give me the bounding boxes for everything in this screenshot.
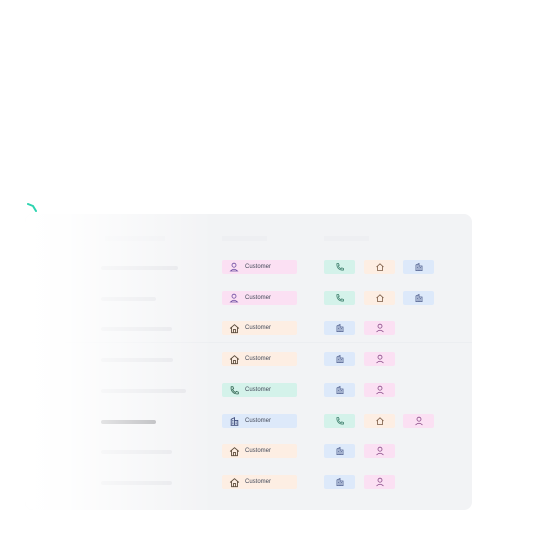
- channel-chip[interactable]: [364, 475, 395, 489]
- channel-chip[interactable]: [364, 414, 395, 428]
- table-row[interactable]: Customer: [25, 254, 472, 285]
- phone-icon: [335, 416, 345, 426]
- column-header-name: [105, 236, 165, 241]
- tag-label: Customer: [245, 479, 272, 485]
- building-icon: [335, 446, 345, 456]
- home-icon: [375, 262, 385, 272]
- building-icon: [414, 293, 424, 303]
- building-icon: [335, 354, 345, 364]
- phone-icon: [335, 262, 345, 272]
- home-icon: [375, 293, 385, 303]
- tag-label: Customer: [245, 295, 272, 301]
- tag-label: Customer: [245, 387, 272, 393]
- name-placeholder: [101, 481, 172, 485]
- table-row[interactable]: Customer: [25, 346, 472, 377]
- channel-chip[interactable]: [324, 383, 355, 397]
- accent-mark: [27, 203, 37, 212]
- person-icon: [228, 261, 240, 273]
- building-icon: [414, 262, 424, 272]
- tag-label: Customer: [245, 448, 272, 454]
- channel-chip[interactable]: [364, 352, 395, 366]
- channel-chip[interactable]: [403, 260, 434, 274]
- contacts-table-card: Customer Customer Customer: [25, 214, 472, 510]
- building-icon: [228, 415, 240, 427]
- customer-tag: Customer: [222, 444, 297, 458]
- channel-chip[interactable]: [324, 321, 355, 335]
- building-icon: [335, 477, 345, 487]
- name-placeholder: [101, 389, 186, 393]
- home-icon: [228, 445, 240, 457]
- channel-chip[interactable]: [364, 260, 395, 274]
- table-row[interactable]: Customer: [25, 408, 472, 439]
- channel-chip[interactable]: [324, 414, 355, 428]
- channel-chip[interactable]: [403, 414, 434, 428]
- person-icon: [375, 385, 385, 395]
- customer-tag: Customer: [222, 352, 297, 366]
- customer-tag: Customer: [222, 383, 297, 397]
- column-header-channels: [324, 236, 369, 241]
- phone-icon: [335, 293, 345, 303]
- tag-label: Customer: [245, 264, 272, 270]
- channel-chip[interactable]: [403, 291, 434, 305]
- person-icon: [375, 446, 385, 456]
- name-placeholder: [101, 297, 156, 301]
- name-placeholder: [101, 358, 173, 362]
- channel-chip[interactable]: [364, 383, 395, 397]
- table-row[interactable]: Customer: [25, 469, 472, 500]
- channel-chip[interactable]: [364, 444, 395, 458]
- person-icon: [414, 416, 424, 426]
- name-placeholder: [101, 420, 156, 424]
- home-icon: [228, 353, 240, 365]
- tag-label: Customer: [245, 418, 272, 424]
- table-row[interactable]: Customer: [25, 377, 472, 408]
- table-row[interactable]: Customer: [25, 315, 472, 346]
- channel-chip[interactable]: [324, 291, 355, 305]
- home-icon: [375, 416, 385, 426]
- home-icon: [228, 322, 240, 334]
- person-icon: [228, 292, 240, 304]
- table-row[interactable]: Customer: [25, 438, 472, 469]
- channel-chip[interactable]: [324, 475, 355, 489]
- name-placeholder: [101, 327, 172, 331]
- person-icon: [375, 323, 385, 333]
- tag-label: Customer: [245, 356, 272, 362]
- home-icon: [228, 476, 240, 488]
- tag-label: Customer: [245, 325, 272, 331]
- customer-tag: Customer: [222, 414, 297, 428]
- building-icon: [335, 385, 345, 395]
- channel-chip[interactable]: [324, 444, 355, 458]
- customer-tag: Customer: [222, 291, 297, 305]
- customer-tag: Customer: [222, 475, 297, 489]
- table-row[interactable]: Customer: [25, 285, 472, 316]
- phone-icon: [228, 384, 240, 396]
- name-placeholder: [101, 266, 178, 270]
- customer-tag: Customer: [222, 321, 297, 335]
- name-placeholder: [101, 450, 172, 454]
- column-header-type: [222, 236, 267, 241]
- building-icon: [335, 323, 345, 333]
- customer-tag: Customer: [222, 260, 297, 274]
- person-icon: [375, 354, 385, 364]
- channel-chip[interactable]: [324, 352, 355, 366]
- channel-chip[interactable]: [364, 321, 395, 335]
- person-icon: [375, 477, 385, 487]
- channel-chip[interactable]: [364, 291, 395, 305]
- channel-chip[interactable]: [324, 260, 355, 274]
